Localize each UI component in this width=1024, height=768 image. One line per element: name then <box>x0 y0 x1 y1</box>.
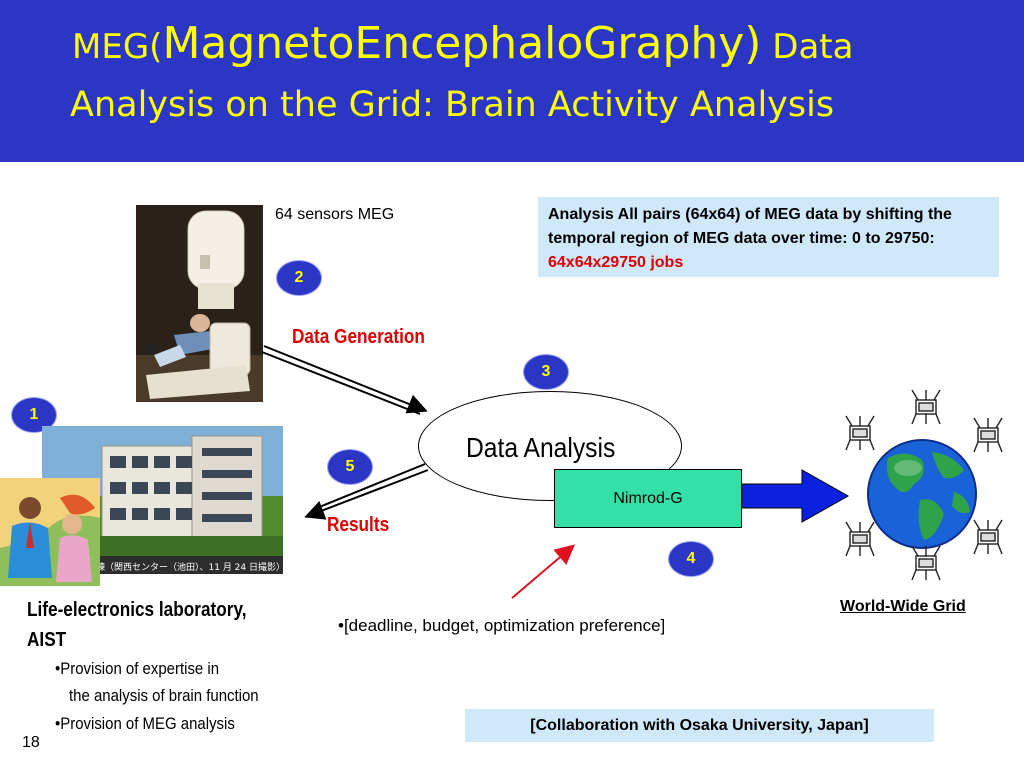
preference-text: •[deadline, budget, optimization prefere… <box>338 616 666 635</box>
globe-icon <box>867 439 977 549</box>
world-wide-grid-cluster <box>836 388 1012 596</box>
nimrod-g-label: Nimrod-G <box>613 490 683 507</box>
slide-title-line1: MEG(MagnetoEncephaloGraphy) Data <box>72 14 853 74</box>
lab-title-line2: AIST <box>27 629 67 651</box>
preference-arrow <box>511 544 576 599</box>
title-main: MagnetoEncephaloGraphy) <box>162 18 762 69</box>
lab-bullet-2: •Provision of MEG analysis <box>55 714 235 733</box>
analysis-description-box: Analysis All pairs (64x64) of MEG data b… <box>538 197 999 277</box>
meg-scanner-image <box>136 205 263 402</box>
computer-node-icon <box>973 417 1003 453</box>
computer-node-icon <box>911 545 941 581</box>
analysis-text: Analysis All pairs (64x64) of MEG data b… <box>548 206 952 247</box>
title-banner: MEG(MagnetoEncephaloGraphy) Data Analysi… <box>0 0 1024 162</box>
researchers-clipart <box>0 478 100 586</box>
computer-node-icon <box>973 519 1003 555</box>
meg-sensor-label: 64 sensors MEG <box>275 206 395 223</box>
data-generation-label: Data Generation <box>292 326 425 348</box>
page-number: 18 <box>22 734 40 751</box>
computer-node-icon <box>845 415 875 451</box>
step-4-badge: 4 <box>668 541 714 577</box>
title-suffix: Data <box>761 27 854 67</box>
step-3-badge: 3 <box>523 354 569 390</box>
lab-title: Life-electronics laboratory, AIST <box>27 595 282 655</box>
computer-node-icon <box>845 521 875 557</box>
results-arrow <box>304 463 429 520</box>
slide-title-line2: Analysis on the Grid: Brain Activity Ana… <box>70 85 835 125</box>
step-5-badge: 5 <box>327 449 373 485</box>
results-label: Results <box>327 514 390 536</box>
photo-caption: 棟（関西センター（池田）、11 月 24 日撮影） <box>96 563 285 573</box>
laboratory-building-image: 棟（関西センター（池田）、11 月 24 日撮影） <box>42 426 285 574</box>
data-analysis-label: Data Analysis <box>466 432 616 463</box>
computer-node-icon <box>911 389 941 425</box>
nimrod-g-box: Nimrod-G <box>554 469 742 528</box>
data-generation-arrow <box>261 345 428 415</box>
grid-dispatch-arrow <box>741 469 850 523</box>
analysis-jobs-highlight: 64x64x29750 jobs <box>548 254 684 271</box>
collaboration-box: [Collaboration with Osaka University, Ja… <box>465 709 934 742</box>
lab-bullet-1-line2: the analysis of brain function <box>69 686 259 705</box>
title-prefix: MEG( <box>72 27 163 67</box>
lab-title-line1: Life-electronics laboratory, <box>27 599 247 621</box>
lab-bullet-1-line1: •Provision of expertise in <box>55 659 220 678</box>
step-2-badge: 2 <box>276 260 322 296</box>
world-wide-grid-label: World-Wide Grid <box>840 598 966 615</box>
